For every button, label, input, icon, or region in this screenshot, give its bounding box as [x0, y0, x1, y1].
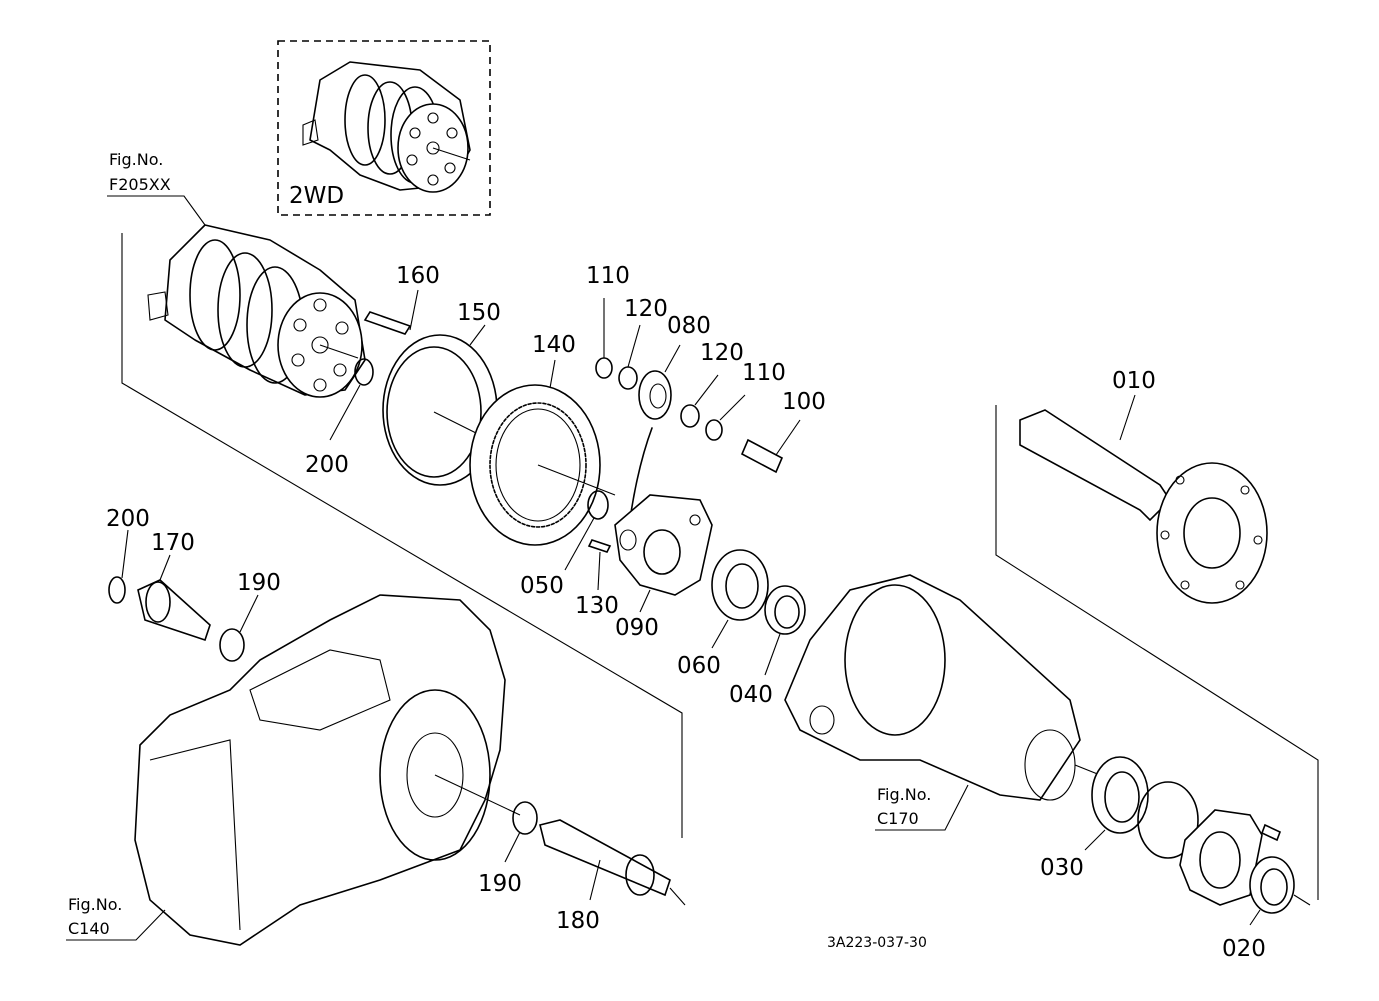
figure-ref-line2: C170	[877, 809, 919, 828]
part-020-seal	[1249, 856, 1311, 926]
part-120-bearing-a	[618, 366, 638, 390]
axle-housing-drawing	[784, 574, 1101, 801]
figure-ref-leader	[66, 909, 166, 941]
part-100-shaft	[740, 438, 784, 474]
figure-ref-line2: F205XX	[109, 175, 171, 194]
part-200-oring-left	[108, 529, 129, 604]
part-130-pin	[587, 539, 612, 591]
inset-label: 2WD	[289, 183, 344, 209]
figure-ref-c140: Fig.No. C140	[66, 895, 166, 941]
part-label-060: 060	[677, 653, 721, 679]
part-label-200: 200	[106, 506, 150, 532]
figure-ref-line1: Fig.No.	[109, 150, 163, 169]
part-label-110: 110	[742, 360, 786, 386]
figure-ref-leader	[875, 784, 969, 831]
planet-gear-set	[595, 298, 801, 536]
part-label-040: 040	[729, 682, 773, 708]
part-label-190: 190	[237, 570, 281, 596]
figure-ref-line1: Fig.No.	[68, 895, 122, 914]
part-label-080: 080	[667, 313, 711, 339]
part-040-seal	[764, 585, 806, 676]
figure-ref-leader	[107, 195, 206, 226]
figure-ref-c170: Fig.No. C170	[875, 784, 969, 831]
part-010-axle-shaft	[1019, 394, 1268, 604]
part-label-140: 140	[532, 332, 576, 358]
part-label-120: 120	[624, 296, 668, 322]
part-120-bearing-b	[680, 404, 700, 428]
part-label-020: 020	[1222, 936, 1266, 962]
part-200-oring	[354, 358, 374, 386]
part-190-ring-b	[504, 801, 538, 863]
part-number-labels: 160 150 140 110 120 080 120 110 100 200 …	[106, 263, 1266, 962]
part-160-pin	[363, 289, 419, 335]
part-190-ring-a	[219, 594, 259, 662]
figure-ref-line1: Fig.No.	[877, 785, 931, 804]
part-060-bearing	[711, 549, 769, 649]
part-label-110: 110	[586, 263, 630, 289]
part-090-carrier	[614, 494, 713, 613]
part-label-120: 120	[700, 340, 744, 366]
cover-plate	[1179, 809, 1282, 906]
transmission-case-drawing	[134, 594, 521, 946]
part-140-internal-gear	[469, 359, 616, 546]
part-110-washer-b	[705, 419, 723, 441]
part-080-gear	[638, 370, 672, 420]
part-label-190: 190	[478, 871, 522, 897]
part-label-180: 180	[556, 908, 600, 934]
part-label-170: 170	[151, 530, 195, 556]
part-label-150: 150	[457, 300, 501, 326]
part-label-090: 090	[615, 615, 659, 641]
part-label-100: 100	[782, 389, 826, 415]
figure-ref-f205xx: Fig.No. F205XX	[107, 150, 206, 226]
part-label-200: 200	[305, 452, 349, 478]
inset-clutch-pack-drawing	[302, 61, 471, 193]
part-label-030: 030	[1040, 855, 1084, 881]
group-outline	[121, 233, 1319, 900]
inset-2wd: 2WD	[277, 40, 491, 216]
drawing-code: 3A223-037-30	[827, 935, 927, 951]
leader-200	[329, 384, 361, 441]
figure-ref-line2: C140	[68, 919, 110, 938]
cover-oring	[1137, 781, 1199, 859]
inset-border	[277, 40, 491, 216]
part-label-130: 130	[575, 593, 619, 619]
part-180-shaft	[539, 819, 686, 906]
clutch-pack-drawing	[147, 224, 366, 398]
part-label-010: 010	[1112, 368, 1156, 394]
part-170-shaft	[137, 554, 211, 642]
part-050-snap-ring	[564, 490, 609, 571]
part-label-160: 160	[396, 263, 440, 289]
part-030-seal	[1084, 756, 1149, 851]
part-110-washer-a	[595, 357, 613, 379]
part-label-050: 050	[520, 573, 564, 599]
